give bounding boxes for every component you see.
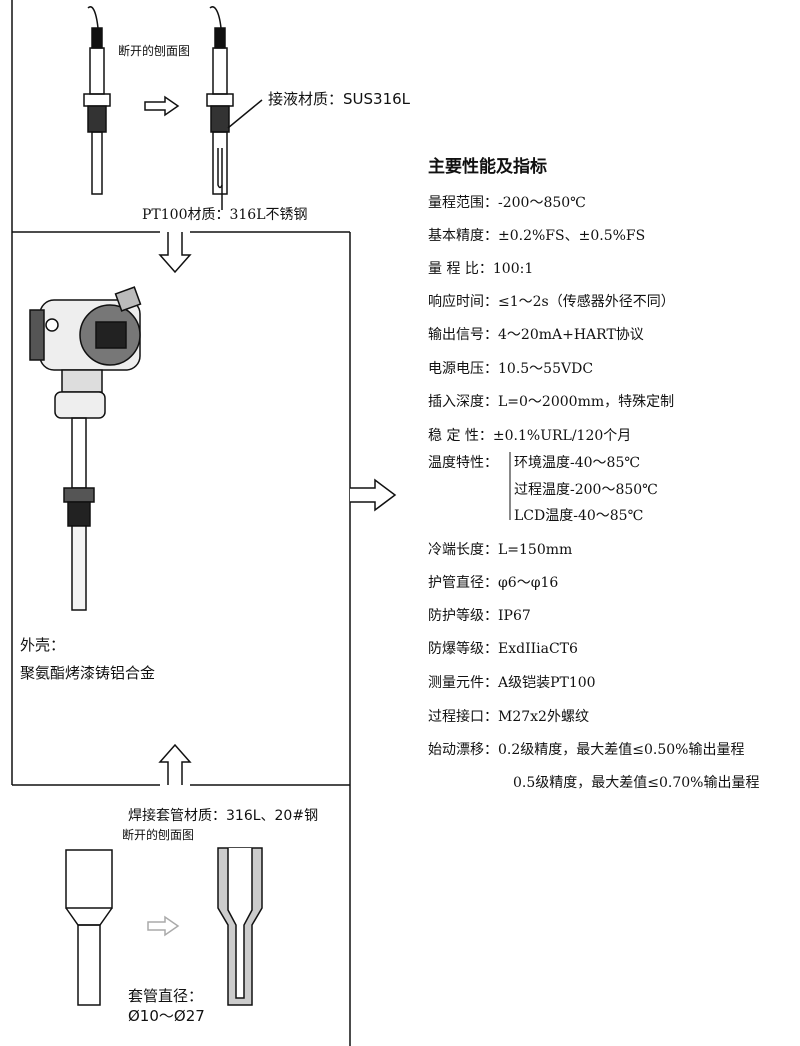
specs-title: 主要性能及指标	[428, 157, 547, 177]
spec-item: 防护等级：IP67	[428, 608, 531, 624]
spec-item: 基本精度：±0.2%FS、±0.5%FS	[428, 228, 646, 244]
spec-item: 响应时间：≤1～2s（传感器外径不同）	[428, 294, 675, 310]
wetted-material-label: 接液材质：SUS316L	[268, 90, 411, 108]
spec-item: 护管直径：φ6～φ16	[428, 575, 559, 591]
sleeve-diameter-label: 套管直径：	[128, 987, 204, 1005]
sensor-drawing-whole	[83, 6, 111, 195]
pt100-material-label: PT100材质：316L不锈钢	[142, 207, 308, 223]
section-label-top: 断开的刨面图	[118, 44, 191, 58]
spec-item: 过程接口：M27x2外螺纹	[428, 709, 589, 725]
transmitter-drawing	[29, 286, 142, 611]
spec-item: 冷端长度：L=150mm	[428, 542, 573, 558]
arrow-up-icon	[158, 743, 192, 785]
spec-item: 插入深度：L=0～2000mm，特殊定制	[428, 394, 675, 410]
arrow-right-small-icon	[144, 95, 180, 117]
spec-item: 稳 定 性：±0.1%URL/120个月	[428, 428, 632, 444]
spec-item: 始动漂移：0.2级精度，最大差值≤0.50%输出量程	[428, 742, 745, 758]
arrow-down-icon	[158, 232, 192, 274]
temp-label: 温度特性：	[428, 455, 498, 471]
weld-sleeve-material: 焊接套管材质：316L、20#钢	[128, 808, 319, 824]
frame-lines	[11, 0, 351, 1046]
spec-item: 输出信号：4～20mA+HART协议	[428, 327, 644, 343]
temp-item: LCD温度-40～85℃	[514, 508, 644, 524]
arrow-right-icon	[350, 478, 397, 512]
temp-item: 环境温度-40～85℃	[514, 455, 641, 471]
spec-item: 量程范围：-200～850℃	[428, 195, 586, 211]
spec-item: 量 程 比：100:1	[428, 261, 534, 277]
housing-material: 聚氨酯烤漆铸铝合金	[20, 664, 156, 682]
spec-item: 测量元件：A级铠装PT100	[428, 675, 596, 691]
sensor-drawing-section	[206, 6, 263, 210]
sleeve-diameter-value: Ø10～Ø27	[128, 1007, 205, 1025]
spec-item: 防爆等级：ExdIIiaCT6	[428, 641, 578, 657]
section-label-bottom: 断开的刨面图	[122, 828, 195, 842]
temp-item: 过程温度-200～850℃	[514, 482, 658, 498]
drift-line-2: 0.5级精度，最大差值≤0.70%输出量程	[513, 775, 760, 791]
housing-label: 外壳：	[20, 636, 66, 654]
thermowell-drawing-whole	[65, 849, 113, 1006]
arrow-right-small-light-icon	[147, 915, 180, 937]
spec-item: 电源电压：10.5～55VDC	[428, 361, 594, 377]
thermowell-drawing-section	[217, 847, 263, 1006]
